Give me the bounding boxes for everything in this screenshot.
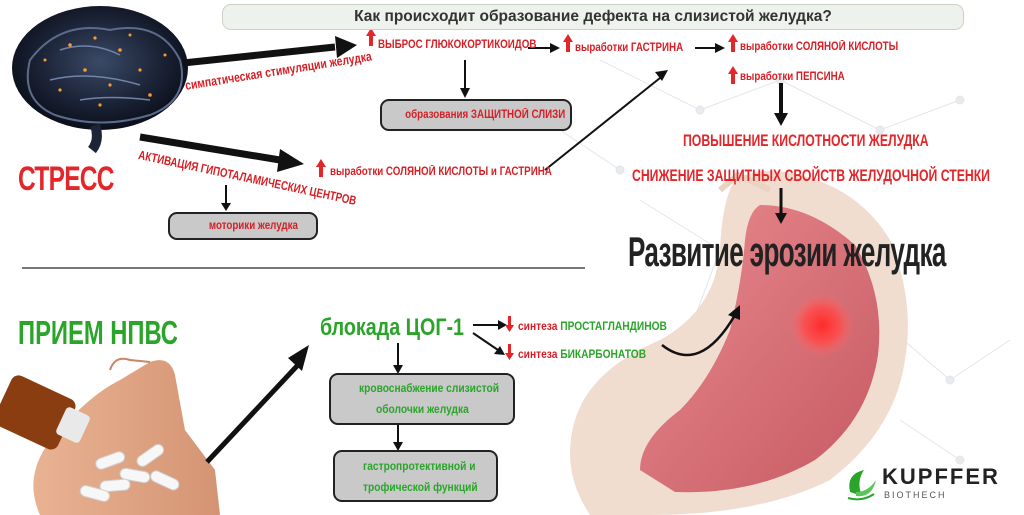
stress-label: СТРЕСС [18,160,114,198]
mucus-box: образования ЗАЩИТНОЙ СЛИЗИ [380,99,572,131]
logo-name: KUPFFER [882,464,1000,489]
prostaglandins-prefix: синтеза [518,319,558,333]
gastro-line1: гастропротективной и [363,459,476,473]
molecule-network-decoration [559,59,1011,465]
bicarbonates-line: синтеза БИКАРБОНАТОВ [518,347,646,361]
gastroprotective-box: гастропротективной и трофической функций [333,450,498,502]
page-title: Как происходит образование дефекта на сл… [354,8,832,25]
mucus-label: образования ЗАЩИТНОЙ СЛИЗИ [404,109,566,121]
prostaglandins-label: ПРОСТАГЛАНДИНОВ [560,319,667,333]
blood-line2: оболочки желудка [376,402,469,416]
motility-label: моторики желудка [208,220,298,232]
brain-illustration [12,6,188,154]
logo-sub: BIOTHECH [884,490,947,500]
hcl-gastrin-label: выработки СОЛЯНОЙ КИСЛОТЫ и ГАСТРИНА [330,166,552,178]
cox-label: блокада ЦОГ-1 [320,314,464,341]
motility-box: моторики желудка [168,212,318,240]
pepsin-label: выработки ПЕПСИНА [740,71,845,83]
bicarbonates-prefix: синтеза [518,347,558,361]
kupffer-logo-icon [847,470,876,501]
hand-pills-illustration [0,357,221,515]
prostaglandins-line: синтеза ПРОСТАГЛАНДИНОВ [518,319,667,333]
blood-supply-box: кровоснабжение слизистой оболочки желудк… [329,373,515,425]
hcl-label: выработки СОЛЯНОЙ КИСЛОТЫ [740,41,899,53]
acidity-label: ПОВЫШЕНИЕ КИСЛОТНОСТИ ЖЕЛУДКА [683,131,929,150]
glucocorticoids-label: ВЫБРОС ГЛЮКОКОРТИКОИДОВ [378,39,537,51]
title-bar: Как происходит образование дефекта на сл… [222,4,964,30]
flow-arrows [139,36,788,464]
gastro-line2: трофической функций [363,480,478,494]
erosion-label: Развитие эрозии желудка [628,228,946,275]
protection-label: СНИЖЕНИЕ ЗАЩИТНЫХ СВОЙСТВ ЖЕЛУДОЧНОЙ СТЕ… [632,166,990,185]
nsaid-label: ПРИЕМ НПВС [18,314,178,351]
blood-line1: кровоснабжение слизистой [359,381,499,395]
stomach-illustration [570,171,908,515]
gastrin-label: выработки ГАСТРИНА [575,42,684,54]
bicarbonates-label: БИКАРБОНАТОВ [560,347,647,361]
